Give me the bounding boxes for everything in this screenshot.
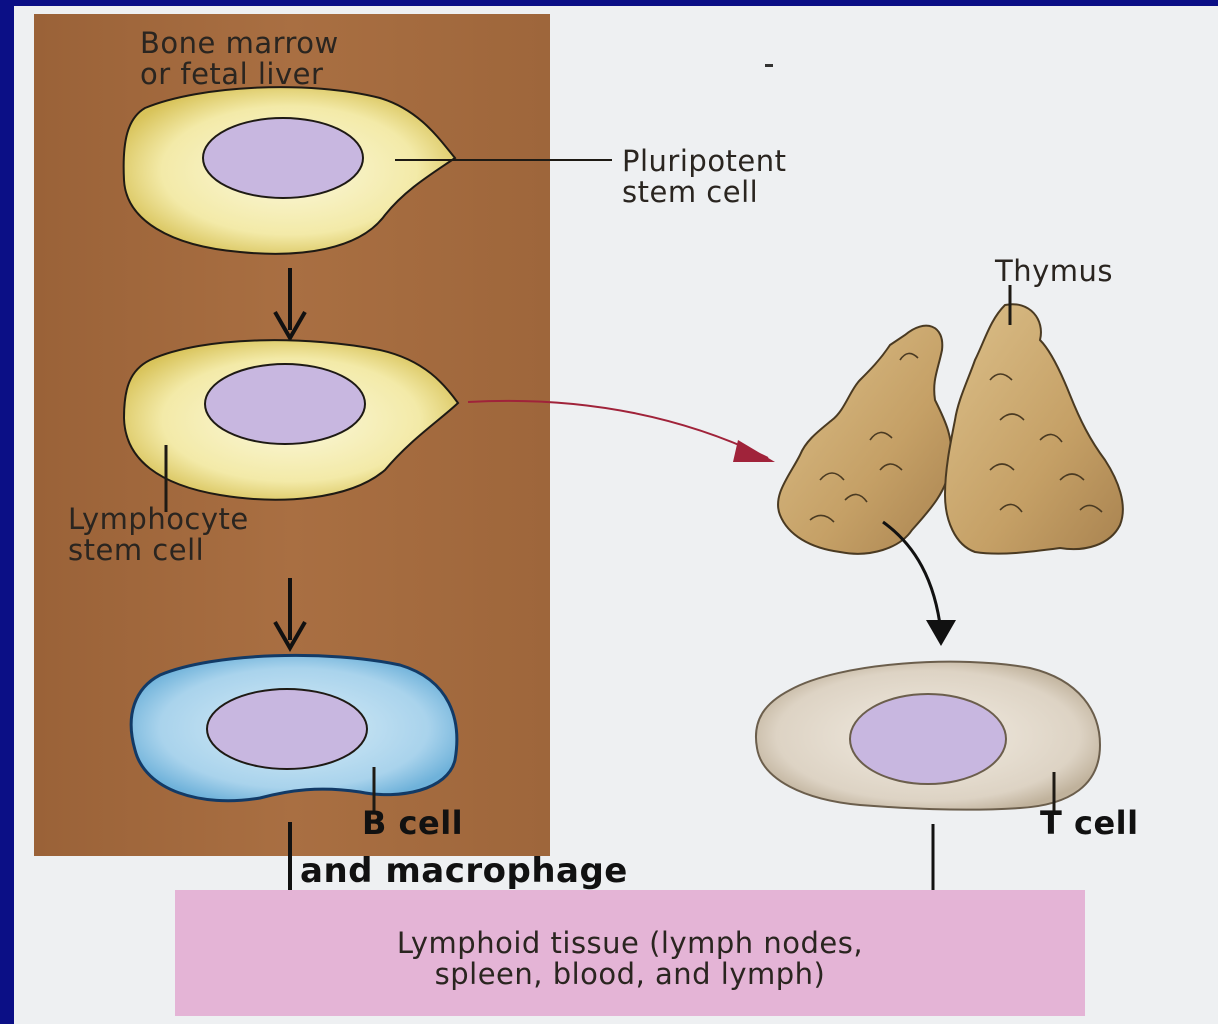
- t-cell-nucleus: [850, 694, 1006, 784]
- lymphoid-label: Lymphoid tissue (lymph nodes, spleen, bl…: [175, 928, 1085, 990]
- origin-label: Bone marrow or fetal liver: [140, 28, 339, 90]
- macrophage-label: and macrophage: [300, 856, 628, 887]
- pluripotent-label: Pluripotent stem cell: [622, 146, 787, 208]
- stray-mark: [765, 64, 773, 67]
- b-cell-label: B cell: [362, 808, 463, 839]
- t-cell-label: T cell: [1040, 808, 1139, 839]
- thymus-label: Thymus: [995, 256, 1113, 287]
- lymphocyte-nucleus: [205, 364, 365, 444]
- b-cell-nucleus: [207, 689, 367, 769]
- pluripotent-nucleus: [203, 118, 363, 198]
- lymphocyte-label: Lymphocyte stem cell: [68, 504, 249, 566]
